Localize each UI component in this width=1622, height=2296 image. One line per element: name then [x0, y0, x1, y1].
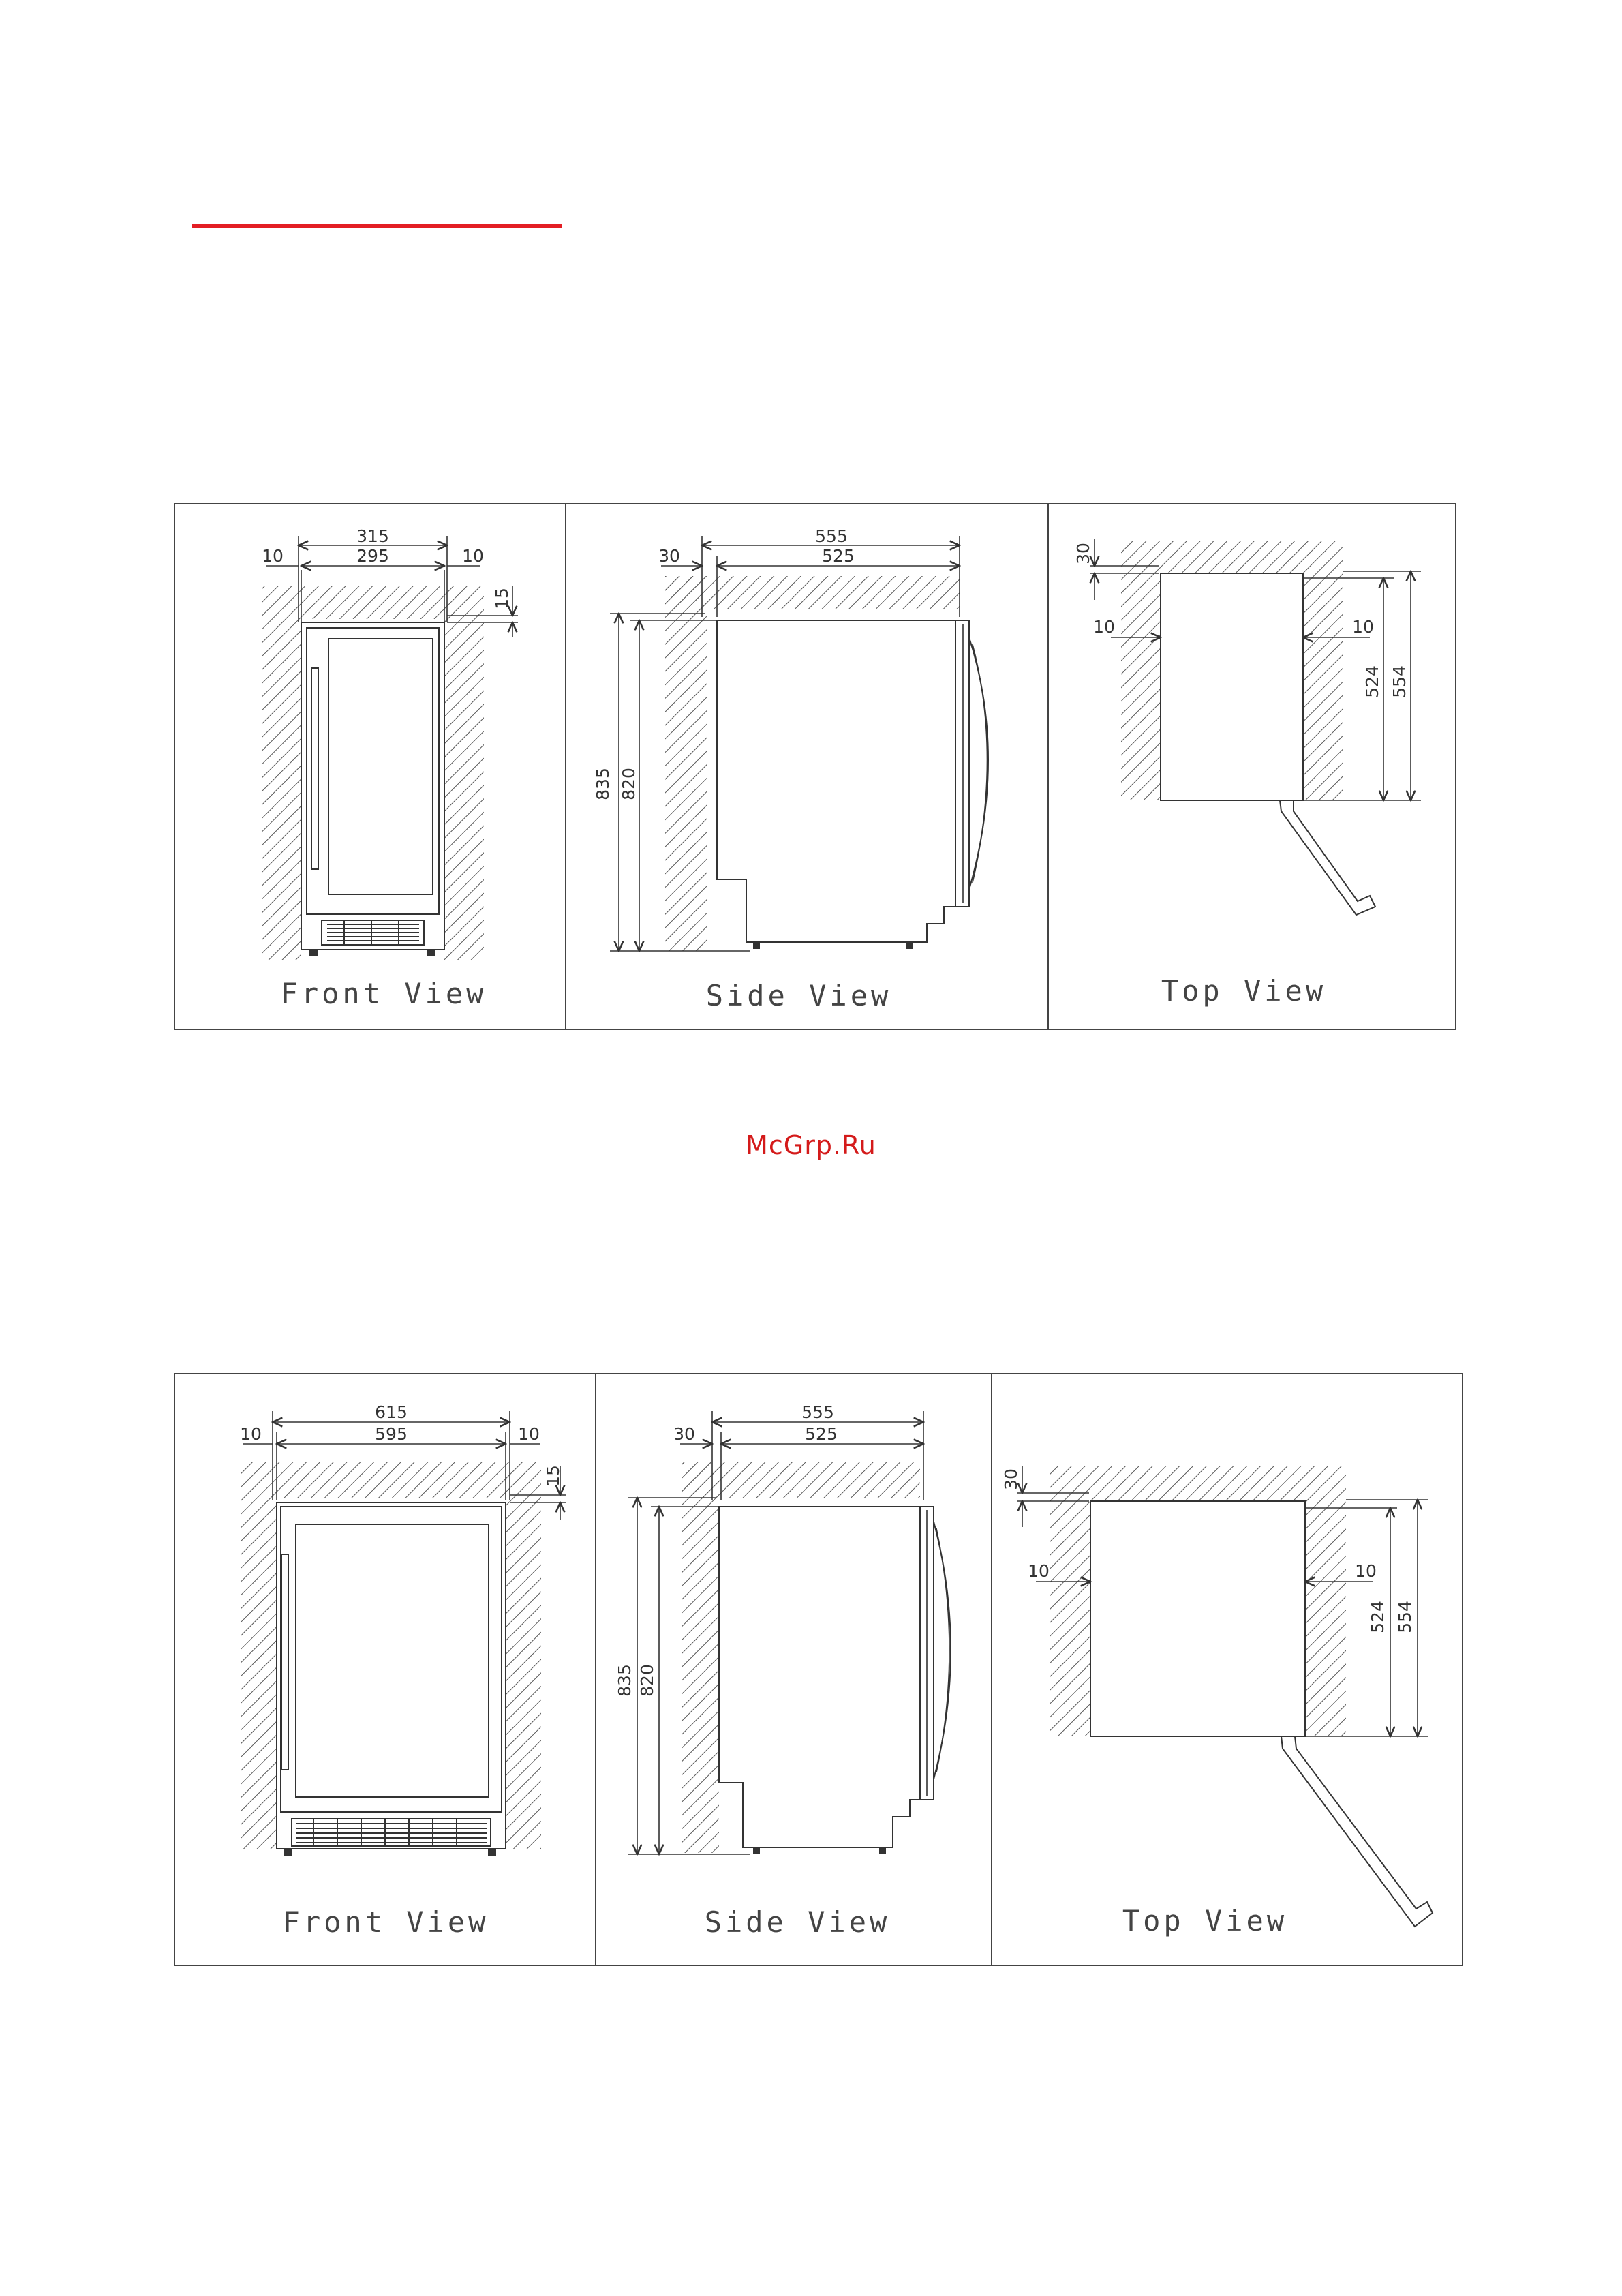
front-outer-width: 615: [375, 1402, 408, 1422]
appliance-top: [1090, 1501, 1305, 1736]
top-right-gap: 10: [1355, 1561, 1377, 1581]
side-view: 555 525 30 835 820 Side View: [615, 1402, 951, 1939]
top-inner-depth: 524: [1368, 1601, 1388, 1633]
door-open-top: [1281, 1736, 1433, 1927]
vent-grille: [292, 1819, 491, 1846]
front-left-gap: 10: [240, 1424, 262, 1444]
side-outer-depth: 555: [801, 1402, 834, 1422]
installation-diagram-2: 615 595 10 10 15 Front View 555: [0, 0, 1622, 2045]
side-view-label: Side View: [705, 1905, 891, 1939]
front-right-gap: 10: [518, 1424, 540, 1444]
top-left-gap: 10: [1028, 1561, 1050, 1581]
side-outer-height: 835: [615, 1664, 634, 1697]
appliance-side: [719, 1507, 920, 1847]
front-inner-width: 595: [375, 1424, 408, 1444]
side-inner-depth: 525: [805, 1424, 838, 1444]
top-back-gap: 30: [1001, 1468, 1021, 1490]
top-view-label: Top View: [1122, 1904, 1287, 1937]
front-top-gap: 15: [543, 1465, 563, 1487]
front-view-label: Front View: [283, 1905, 489, 1939]
side-back-gap: 30: [673, 1424, 695, 1444]
top-outer-depth: 554: [1395, 1601, 1415, 1633]
front-view: 615 595 10 10 15 Front View: [240, 1402, 566, 1939]
top-view: 30 10 10 524 554 Top View: [1001, 1466, 1433, 1937]
side-inner-height: 820: [637, 1664, 657, 1697]
